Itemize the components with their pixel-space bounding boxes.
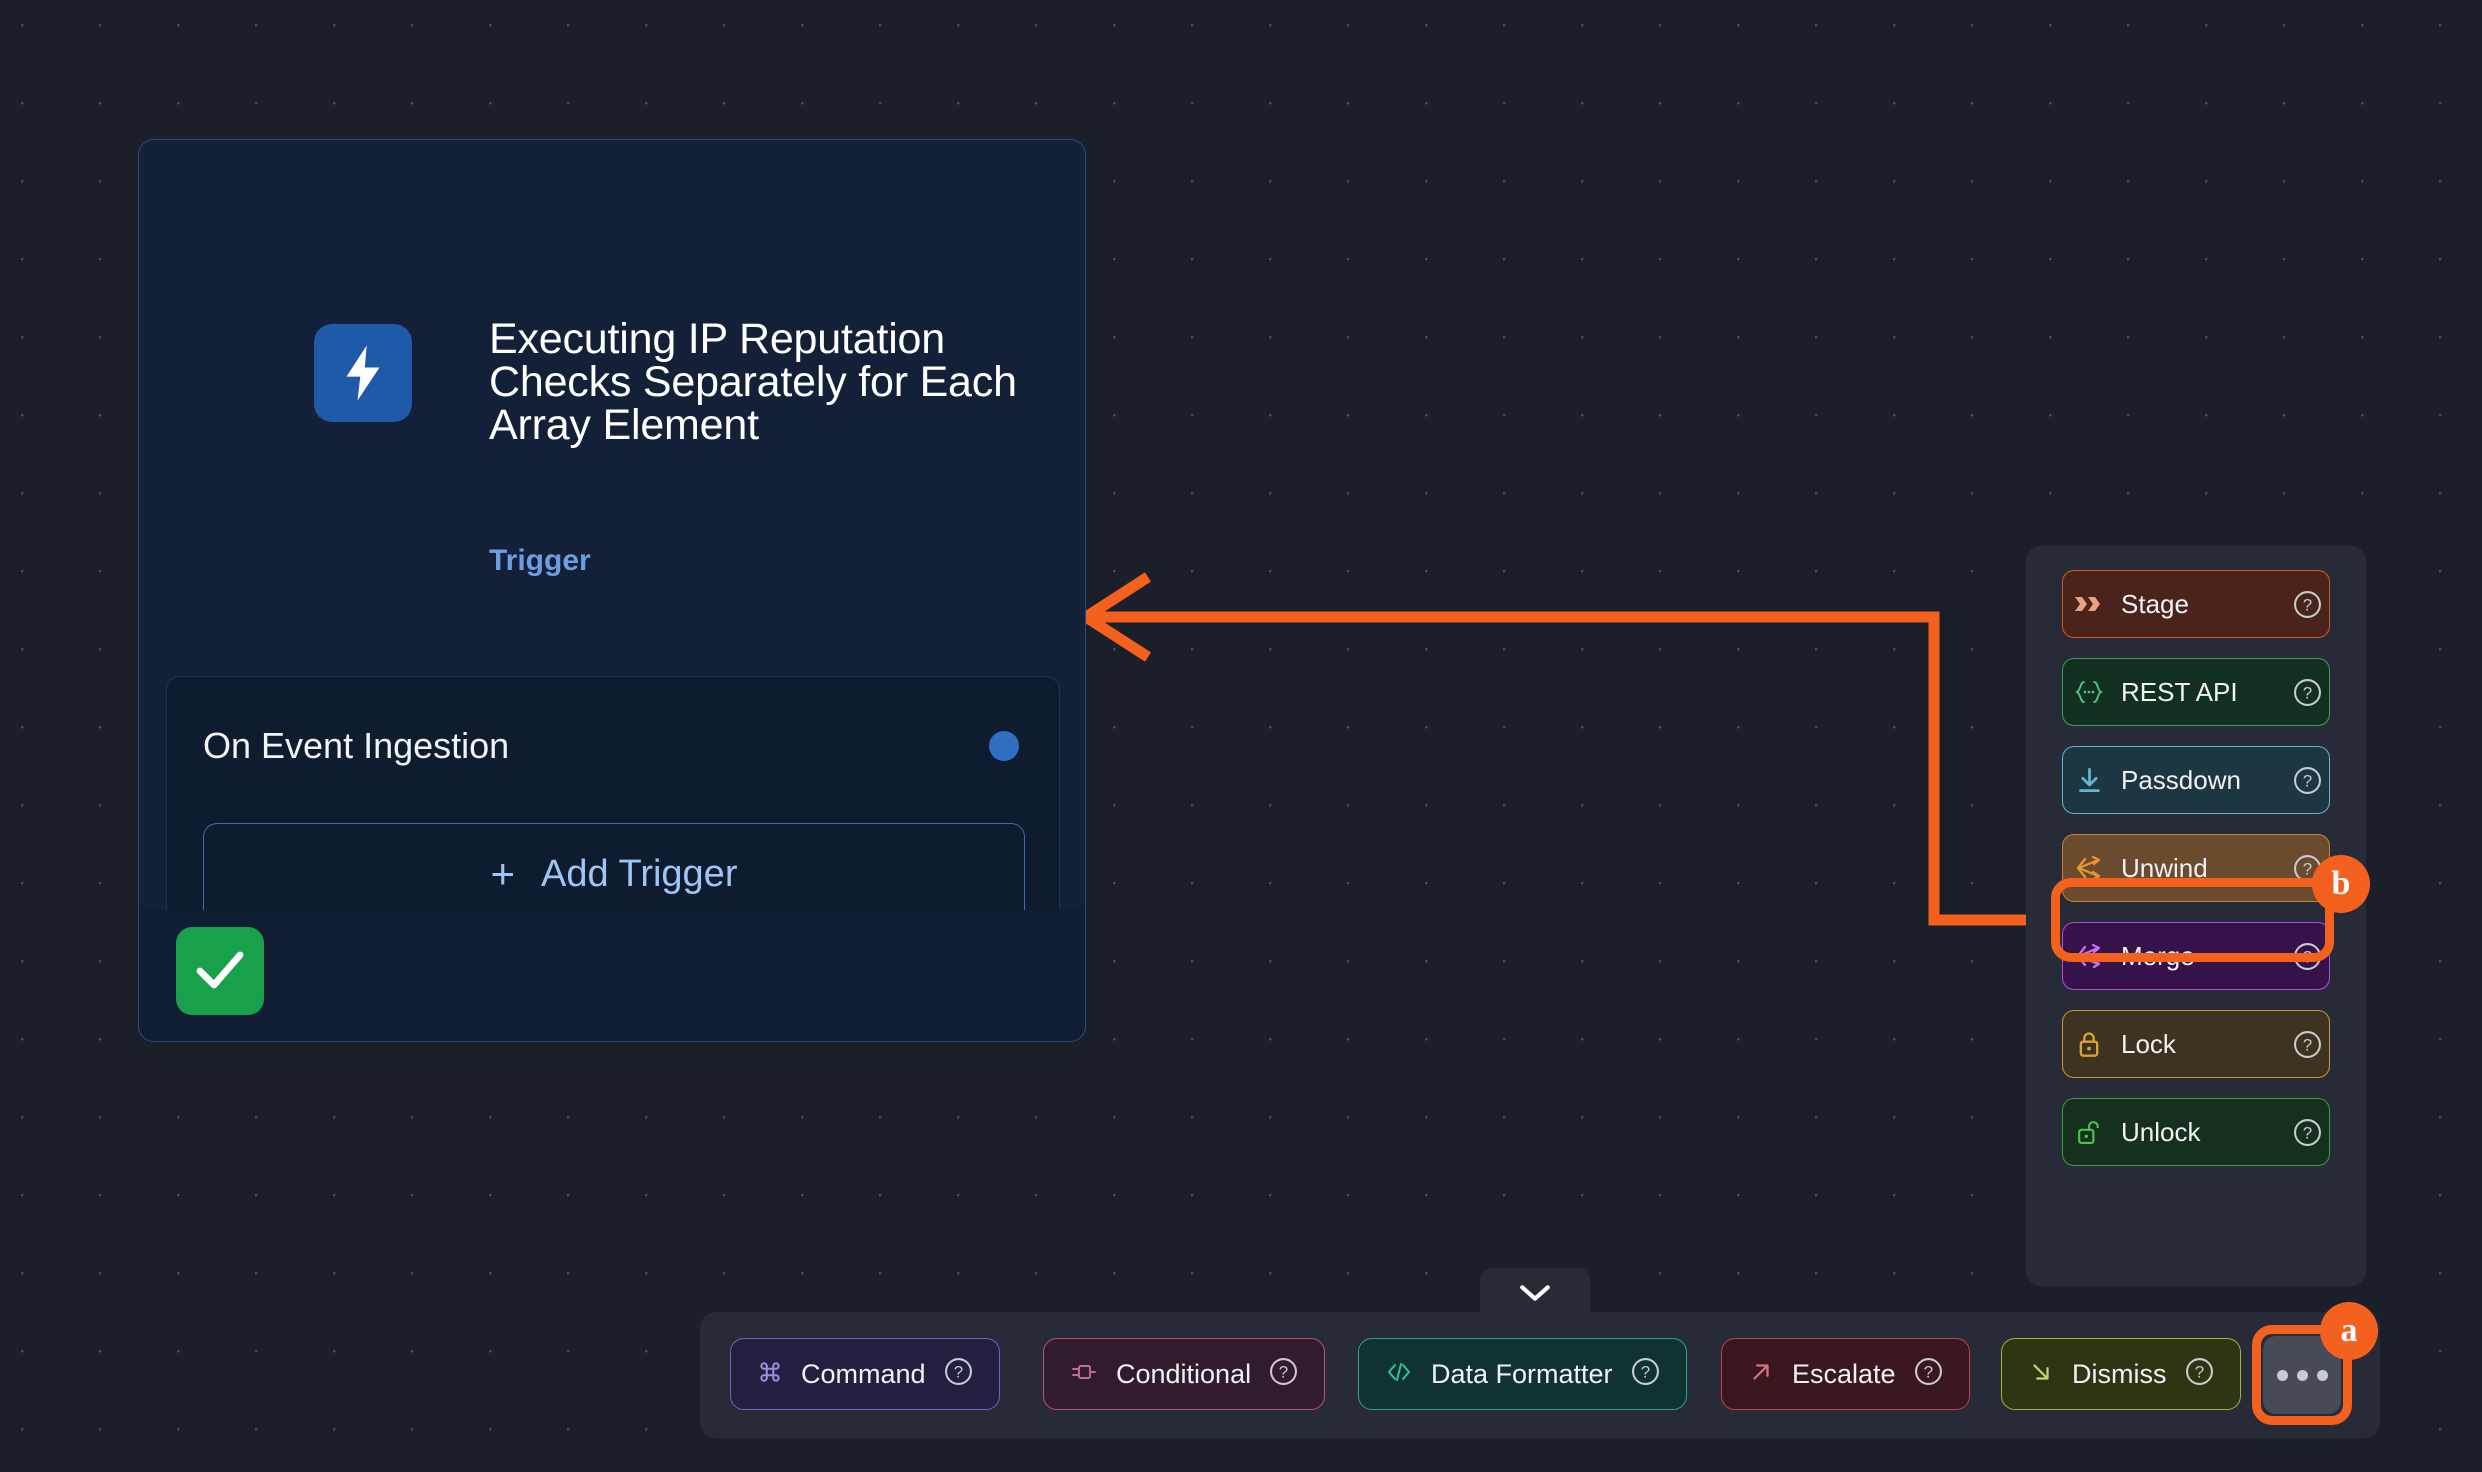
svg-text:?: ? [2302,1123,2311,1142]
side-item-rest-api[interactable]: REST API ? [2062,658,2330,726]
toolbar-button-dismiss[interactable]: Dismiss ? [2001,1338,2241,1410]
side-item-label: Unwind [2121,852,2208,883]
dot-icon [2316,1369,2328,1381]
side-item-label: REST API [2121,676,2238,707]
trigger-card-footer [138,910,1086,1042]
lock-open-icon [2063,1118,2115,1146]
action-toolbar[interactable]: Command ? Conditional ? [700,1312,2380,1438]
conditional-plug-icon [1070,1361,1098,1388]
svg-text:?: ? [2302,859,2311,878]
side-item-label: Unlock [2121,1116,2201,1147]
side-item-label: Stage [2121,588,2189,619]
badge-b: b [2312,855,2370,913]
trigger-type-label: Trigger [489,544,591,577]
page-title: Executing IP Reputation Checks Separatel… [489,315,1017,449]
dot-icon [2296,1369,2308,1381]
side-item-unlock[interactable]: Unlock ? [2062,1098,2330,1166]
event-ingestion-row: On Event Ingestion [203,721,1023,771]
side-item-merge[interactable]: Merge ? [2062,922,2330,990]
help-icon[interactable]: ? [2285,590,2329,619]
help-icon[interactable]: ? [2285,678,2329,707]
svg-text:?: ? [2194,1363,2203,1382]
side-item-label: Lock [2121,1028,2176,1059]
dot-icon [2276,1369,2288,1381]
trigger-node-card[interactable]: Executing IP Reputation Checks Separatel… [138,139,1086,1041]
svg-text:?: ? [2302,771,2311,790]
output-port-handle[interactable] [989,731,1019,761]
lock-closed-icon [2063,1030,2115,1058]
svg-text:?: ? [2302,1035,2311,1054]
toolbar-button-label: Conditional [1116,1358,1252,1389]
help-icon[interactable]: ? [2285,1030,2329,1059]
toolbar-button-conditional[interactable]: Conditional ? [1043,1338,1326,1410]
lightning-bolt-icon [314,324,412,422]
checkmark-icon [176,927,264,1015]
help-icon[interactable]: ? [2285,1118,2329,1147]
code-brackets-icon [1385,1361,1413,1388]
side-item-passdown[interactable]: Passdown ? [2062,746,2330,814]
help-icon[interactable]: ? [2285,766,2329,795]
toolbar-button-label: Data Formatter [1431,1358,1613,1389]
stage-chevrons-icon [2063,595,2115,613]
side-item-label: Merge [2121,940,2195,971]
curly-braces-icon [2063,680,2115,704]
svg-text:?: ? [1923,1363,1932,1382]
node-type-side-panel[interactable]: Stage ? REST API ? [2026,546,2366,1286]
svg-text:?: ? [2302,947,2311,966]
toolbar-button-label: Dismiss [2072,1358,2167,1389]
svg-text:?: ? [1279,1363,1288,1382]
trigger-card-header: Executing IP Reputation Checks Separatel… [139,140,1085,643]
command-key-icon [757,1359,783,1390]
svg-text:?: ? [2302,595,2311,614]
help-icon[interactable]: ? [1269,1357,1298,1391]
side-item-unwind[interactable]: Unwind ? [2062,834,2330,902]
event-ingestion-label: On Event Ingestion [203,725,510,766]
chevron-down-icon [1520,1285,1550,1301]
side-item-stage[interactable]: Stage ? [2062,570,2330,638]
collapse-toolbar-button[interactable] [1480,1268,1590,1318]
side-item-lock[interactable]: Lock ? [2062,1010,2330,1078]
help-icon[interactable]: ? [2285,942,2329,971]
arrow-down-right-icon [2028,1359,2054,1390]
svg-text:?: ? [1640,1363,1649,1382]
help-icon[interactable]: ? [1631,1357,1660,1391]
svg-text:?: ? [2302,683,2311,702]
plus-icon: + [490,850,516,897]
toolbar-button-label: Command [801,1358,926,1389]
toolbar-button-data-formatter[interactable]: Data Formatter ? [1358,1338,1687,1410]
toolbar-button-command[interactable]: Command ? [730,1338,1000,1410]
side-item-label: Passdown [2121,764,2241,795]
arrow-up-right-icon [1748,1359,1774,1390]
help-icon[interactable]: ? [1914,1357,1943,1391]
toolbar-button-label: Escalate [1792,1358,1896,1389]
unwind-branch-icon [2063,855,2115,881]
download-arrow-icon [2063,767,2115,794]
help-icon[interactable]: ? [2185,1357,2214,1391]
svg-text:?: ? [953,1363,962,1382]
help-icon[interactable]: ? [944,1357,973,1391]
merge-branch-icon [2063,943,2115,969]
toolbar-button-escalate[interactable]: Escalate ? [1721,1338,1970,1410]
badge-a: a [2320,1302,2378,1360]
add-trigger-label: Add Trigger [541,852,738,895]
